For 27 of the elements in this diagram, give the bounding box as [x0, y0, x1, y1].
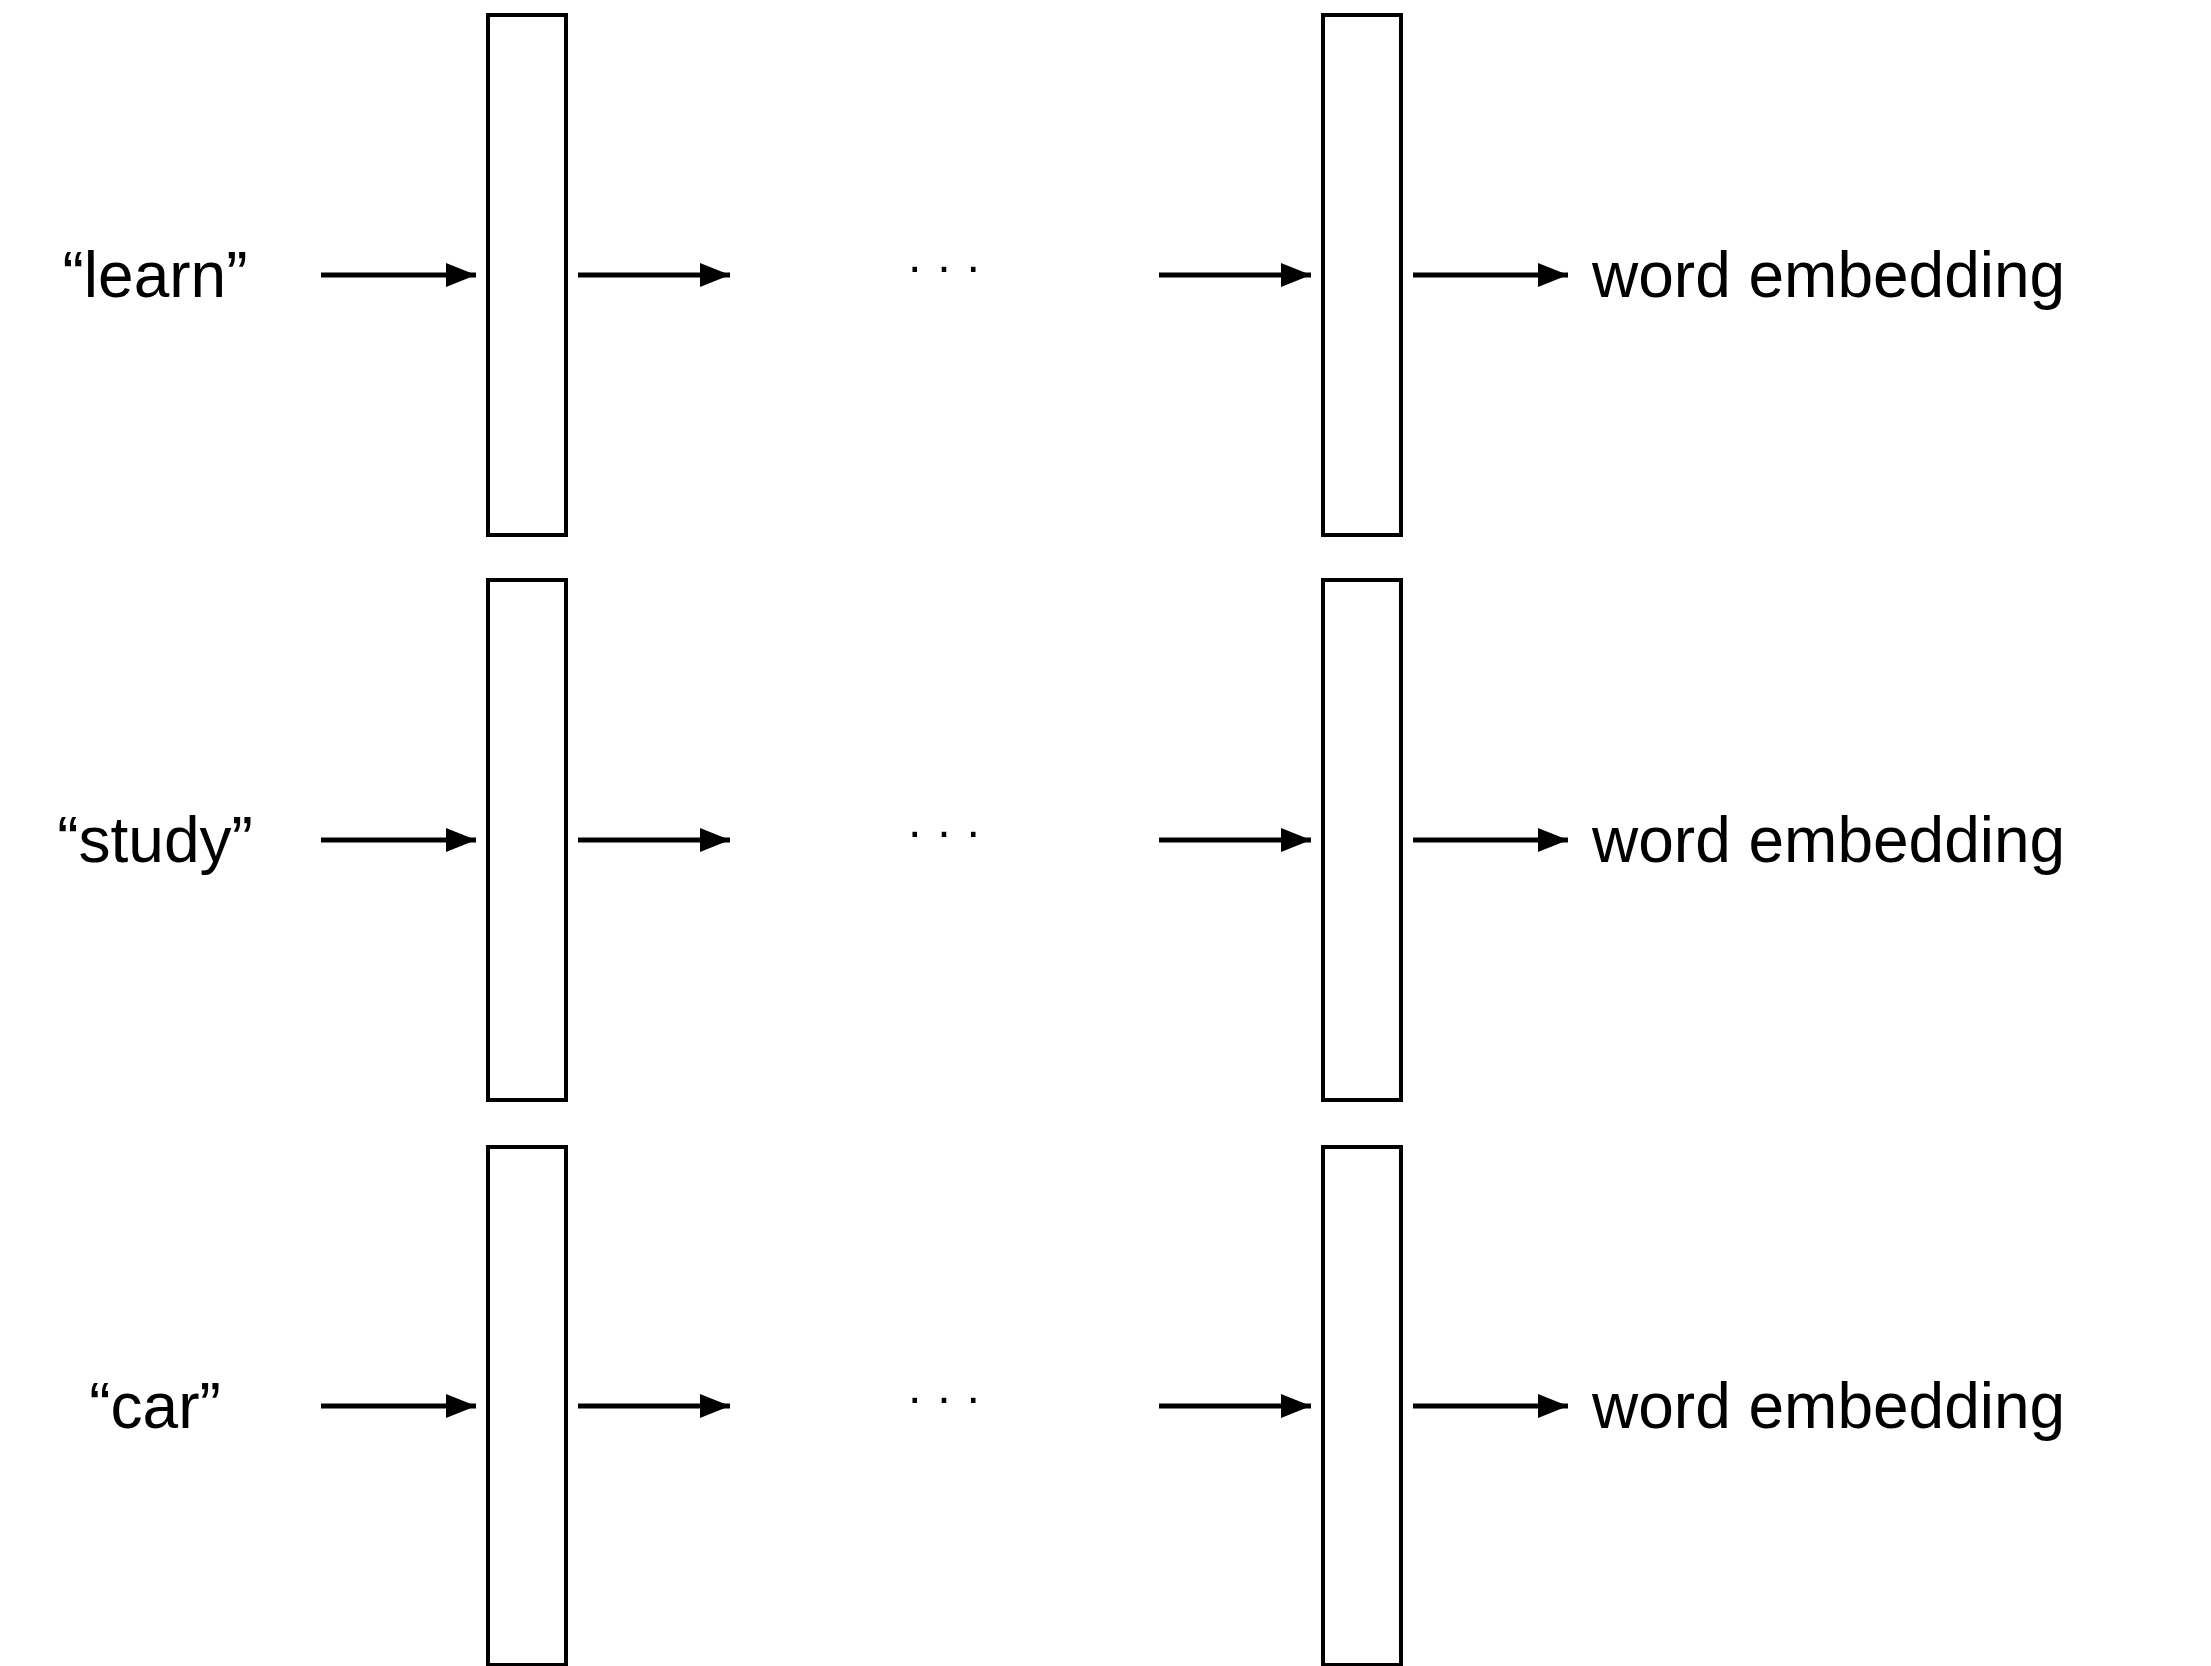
input-word: “car”	[0, 1366, 310, 1446]
layer-box	[1321, 13, 1403, 537]
layer-box	[1321, 1145, 1403, 1666]
ellipsis: · · ·	[905, 1370, 983, 1426]
arrow	[578, 828, 730, 852]
layer-box	[486, 13, 568, 537]
arrow	[321, 263, 476, 287]
arrow	[578, 1394, 730, 1418]
ellipsis: · · ·	[905, 804, 983, 860]
arrow	[321, 828, 476, 852]
output-label: word embedding	[1592, 235, 2202, 315]
output-label: word embedding	[1592, 1366, 2202, 1446]
arrow	[578, 263, 730, 287]
arrow	[1413, 1394, 1568, 1418]
layer-box	[1321, 578, 1403, 1102]
ellipsis: · · ·	[905, 239, 983, 295]
layer-box	[486, 1145, 568, 1666]
arrow	[1413, 263, 1568, 287]
layer-box	[486, 578, 568, 1102]
arrow	[1159, 828, 1311, 852]
arrow	[1413, 828, 1568, 852]
input-word: “study”	[0, 800, 310, 880]
input-word: “learn”	[0, 235, 310, 315]
arrow	[1159, 263, 1311, 287]
arrow	[321, 1394, 476, 1418]
output-label: word embedding	[1592, 800, 2202, 880]
arrow	[1159, 1394, 1311, 1418]
